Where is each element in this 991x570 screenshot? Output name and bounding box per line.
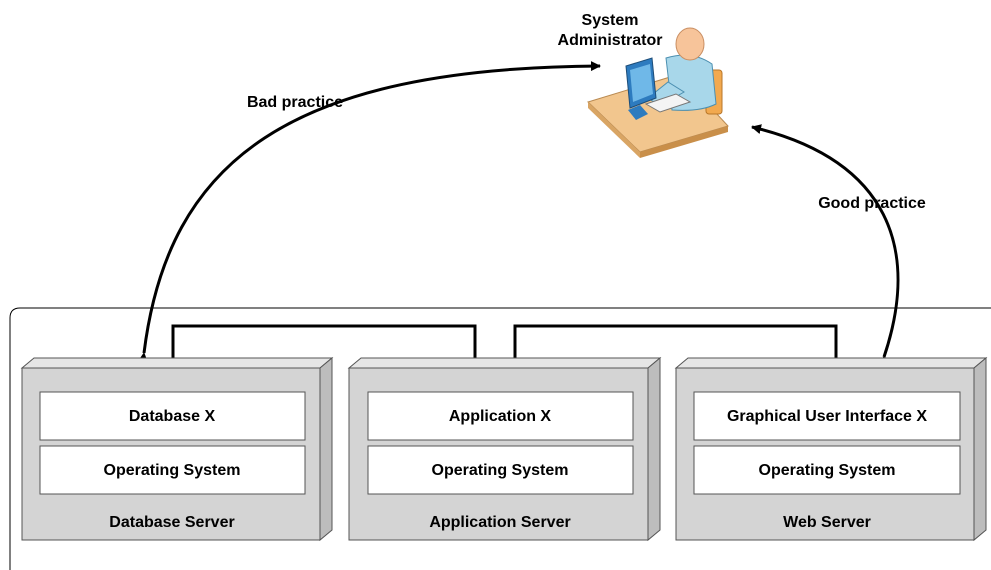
app-os-label: Operating System xyxy=(432,462,569,479)
database-server-node xyxy=(20,356,334,542)
application-x-box xyxy=(367,391,634,441)
good-practice-connector xyxy=(751,124,900,368)
app-web-connector xyxy=(510,324,841,397)
good-practice-label: Good practice xyxy=(818,195,926,212)
db-app-connector xyxy=(168,324,480,397)
application-x-label: Application X xyxy=(449,408,552,425)
gui-x-label: Graphical User Interface X xyxy=(727,408,927,425)
web-os-label: Operating System xyxy=(759,462,896,479)
admin-label-line2: Administrator xyxy=(558,32,663,49)
bad-practice-connector xyxy=(137,61,601,363)
server-group-container xyxy=(9,307,991,570)
database-server-label: Database Server xyxy=(109,514,234,531)
app-os-box xyxy=(367,445,634,495)
admin-label-line1: System xyxy=(582,12,639,29)
database-x-box xyxy=(39,391,306,441)
web-os-box xyxy=(693,445,961,495)
db-os-label: Operating System xyxy=(104,462,241,479)
application-server-label: Application Server xyxy=(429,514,570,531)
application-server-node xyxy=(347,356,662,542)
bad-practice-label: Bad practice xyxy=(247,94,343,111)
system-administrator-icon xyxy=(587,27,729,158)
web-server-label: Web Server xyxy=(783,514,871,531)
db-os-box xyxy=(39,445,306,495)
web-server-node xyxy=(674,356,988,542)
gui-x-box xyxy=(693,391,961,441)
database-x-label: Database X xyxy=(129,408,216,425)
